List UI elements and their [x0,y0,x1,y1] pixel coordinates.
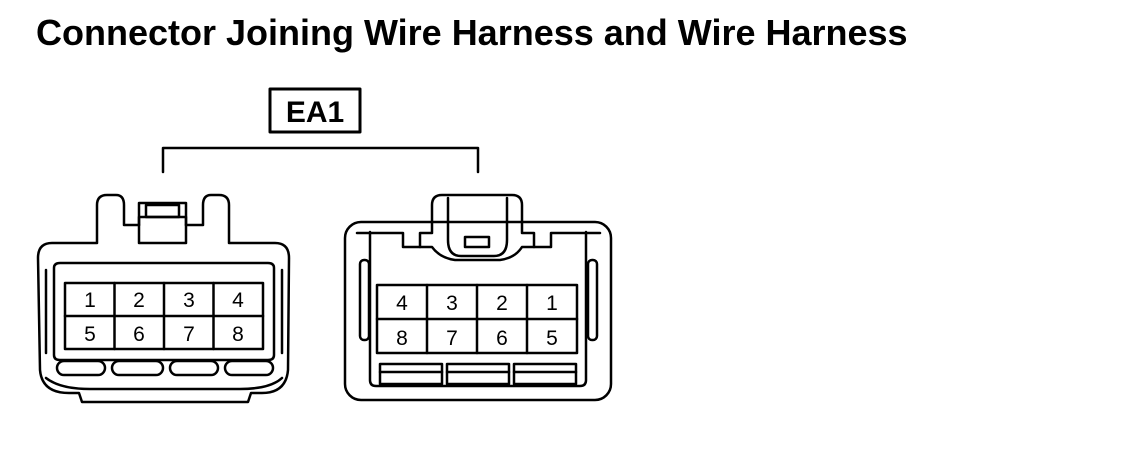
left-bottom-pill [55,359,107,377]
right-pin-label: 2 [496,292,508,315]
right-bottom-slot [445,362,511,386]
left-connector: 1 2 3 4 5 6 7 8 [36,193,291,404]
right-connector-inner-wall [368,230,588,388]
left-bottom-pill [223,359,275,377]
left-pin-label: 2 [133,289,145,312]
right-bottom-slot [378,362,444,386]
left-inner-housing [52,261,276,362]
right-pin-label: 1 [546,292,558,315]
right-latch-housing [355,193,602,249]
connector-label: EA1 [286,96,344,129]
right-pin-label: 4 [396,292,408,315]
page-title: Connector Joining Wire Harness and Wire … [36,12,908,53]
left-pin-label: 6 [133,323,145,346]
left-pin-label: 1 [84,289,96,312]
connector-bracket [161,146,480,174]
right-bottom-slot [512,362,578,386]
right-pin-label: 6 [496,327,508,350]
left-grid-lines [63,281,265,351]
left-pin-label: 3 [183,289,195,312]
right-side-slot-right [586,258,599,342]
right-pin-label: 3 [446,292,458,315]
right-grid-lines [375,283,579,355]
left-pin-label: 5 [84,323,96,346]
right-pin-label: 5 [546,327,558,350]
left-pin-label: 4 [232,289,244,312]
connector-label-group: EA1 [161,87,480,174]
left-pin-labels: 1 2 3 4 5 6 7 8 [84,289,244,346]
left-pin-label: 8 [232,323,244,346]
right-connector: 4 3 2 1 8 7 6 5 [343,193,613,402]
connector-label-box [268,87,362,134]
right-latch-body [446,196,509,258]
left-bottom-pill [168,359,220,377]
right-pin-label: 8 [396,327,408,350]
left-pin-label: 7 [183,323,195,346]
left-latch-tab [144,203,181,219]
right-connector-outline [343,220,613,402]
right-pin-labels: 4 3 2 1 8 7 6 5 [396,292,558,350]
left-bottom-skirt [44,376,284,391]
left-bottom-pill [110,359,165,377]
right-side-slot-left [358,258,371,342]
right-latch-base [418,245,536,262]
left-latch-stem [137,223,188,245]
right-latch-tab [463,235,491,249]
right-pin-label: 7 [446,327,458,350]
